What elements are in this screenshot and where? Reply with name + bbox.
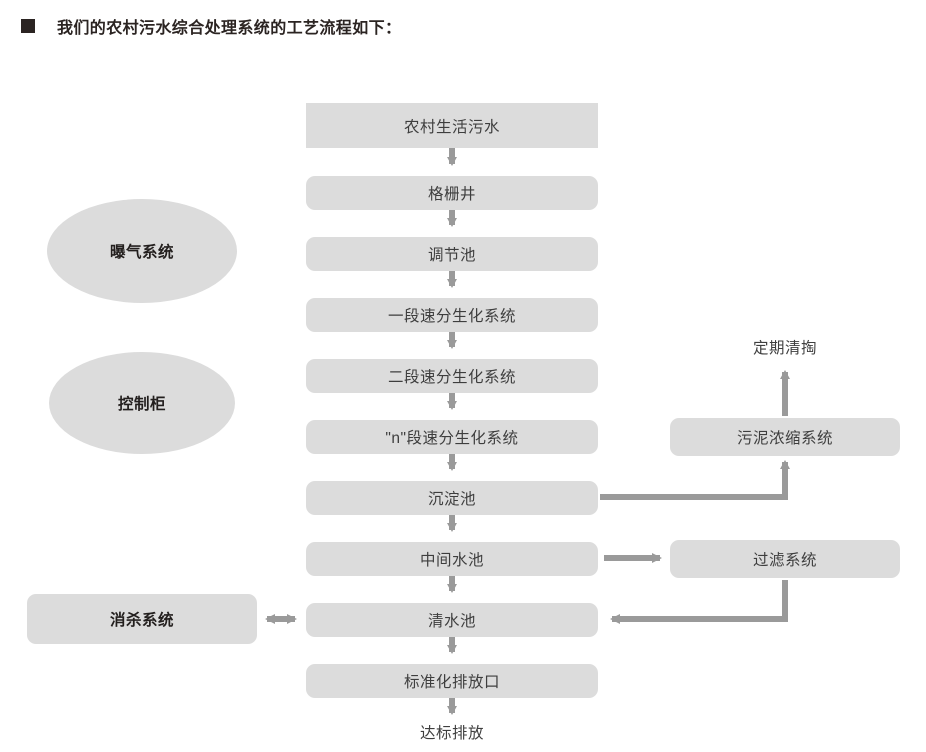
node-clear-tank[interactable]: 清水池 xyxy=(306,603,598,637)
node-disinfection-system[interactable]: 消杀系统 xyxy=(27,594,257,644)
arrow-filter-to-clear-tank xyxy=(610,580,788,624)
node-aeration-system-label: 曝气系统 xyxy=(109,244,174,261)
node-clear-tank-label: 清水池 xyxy=(427,613,476,630)
bullet-square-icon xyxy=(21,19,35,33)
page-title: 我们的农村污水综合处理系统的工艺流程如下： xyxy=(57,20,402,37)
node-equal-tank[interactable]: 调节池 xyxy=(306,237,598,271)
node-aeration-system[interactable]: 曝气系统 xyxy=(47,199,237,303)
node-control-cabinet[interactable]: 控制柜 xyxy=(49,352,235,454)
node-outlet-label: 标准化排放口 xyxy=(403,674,500,691)
arrow-sed-tank-to-sludge-thickener xyxy=(600,460,790,500)
node-control-cabinet-label: 控制柜 xyxy=(117,396,166,413)
node-disinfection-system-label: 消杀系统 xyxy=(109,612,174,629)
node-sed-tank[interactable]: 沉淀池 xyxy=(306,481,598,515)
node-grit-well-label: 格栅井 xyxy=(427,186,476,203)
node-bio-stage-1-label: 一段速分生化系统 xyxy=(387,308,516,325)
node-bio-stage-n[interactable]: "n"段速分生化系统 xyxy=(306,420,598,454)
node-bio-stage-n-label: "n"段速分生化系统 xyxy=(385,430,519,447)
label-periodic-cleanout: 定期清掏 xyxy=(752,340,817,357)
node-bio-stage-2[interactable]: 二段速分生化系统 xyxy=(306,359,598,393)
node-inflow[interactable]: 农村生活污水 xyxy=(306,103,598,148)
node-bio-stage-1[interactable]: 一段速分生化系统 xyxy=(306,298,598,332)
node-inflow-label: 农村生活污水 xyxy=(403,118,500,136)
node-mid-tank-label: 中间水池 xyxy=(419,552,484,569)
node-filter-system-label: 过滤系统 xyxy=(752,552,817,569)
node-sed-tank-label: 沉淀池 xyxy=(427,491,476,508)
label-discharge-standard: 达标排放 xyxy=(419,725,484,742)
node-outlet[interactable]: 标准化排放口 xyxy=(306,664,598,698)
node-sludge-thickener[interactable]: 污泥浓缩系统 xyxy=(670,418,900,456)
node-filter-system[interactable]: 过滤系统 xyxy=(670,540,900,578)
node-equal-tank-label: 调节池 xyxy=(427,247,476,264)
node-grit-well[interactable]: 格栅井 xyxy=(306,176,598,210)
page-header: 我们的农村污水综合处理系统的工艺流程如下： xyxy=(0,0,926,52)
node-sludge-thickener-label: 污泥浓缩系统 xyxy=(736,430,833,447)
node-bio-stage-2-label: 二段速分生化系统 xyxy=(387,369,516,386)
node-mid-tank[interactable]: 中间水池 xyxy=(306,542,598,576)
